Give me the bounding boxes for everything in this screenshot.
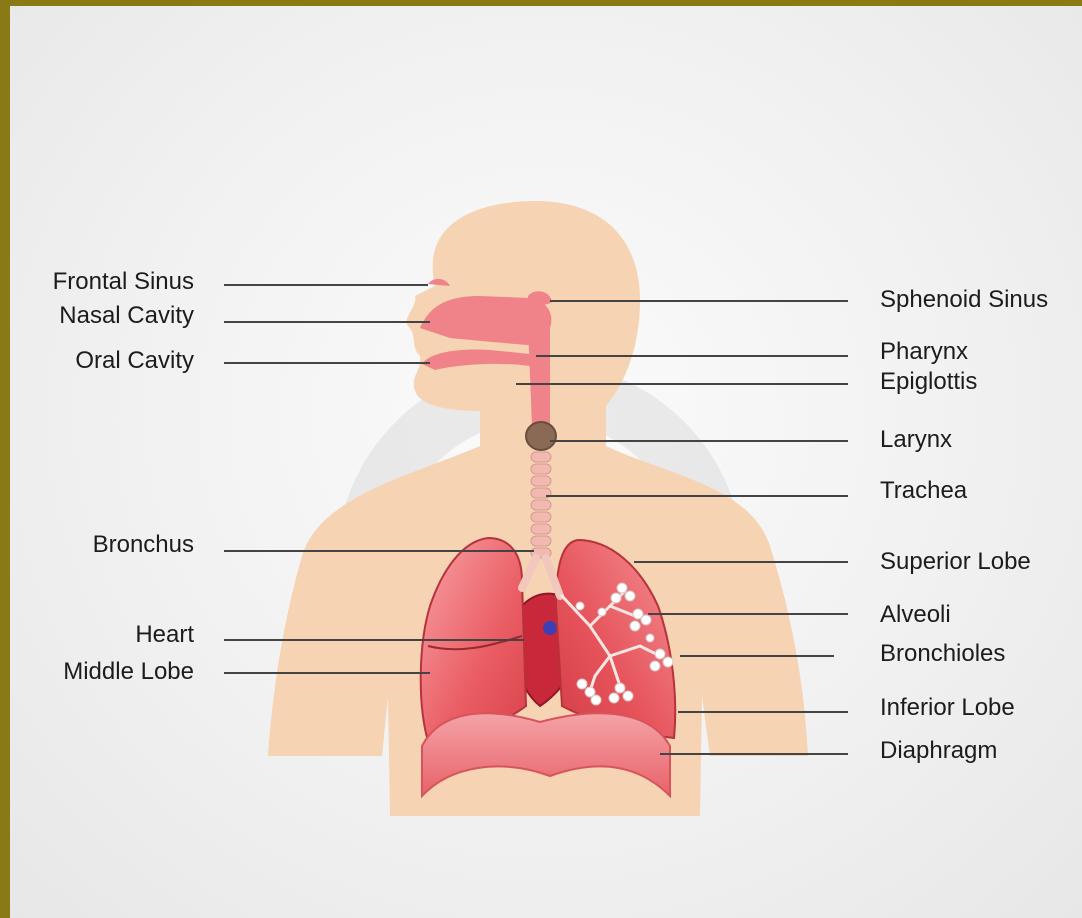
respiratory-system-illustration [10, 6, 1082, 918]
label-bronchioles: Bronchioles [880, 640, 1005, 668]
heart-vessel [543, 621, 557, 635]
label-trachea: Trachea [880, 477, 967, 505]
label-bronchus: Bronchus [18, 531, 194, 559]
label-middle-lobe: Middle Lobe [18, 658, 194, 686]
label-inferior-lobe: Inferior Lobe [880, 694, 1015, 722]
label-diaphragm: Diaphragm [880, 737, 997, 765]
label-larynx: Larynx [880, 426, 952, 454]
label-epiglottis: Epiglottis [880, 368, 977, 396]
trachea-shape [531, 452, 551, 558]
label-frontal-sinus: Frontal Sinus [18, 268, 194, 296]
label-sphenoid-sinus: Sphenoid Sinus [880, 286, 1048, 314]
label-nasal-cavity: Nasal Cavity [18, 302, 194, 330]
larynx-shape [526, 422, 556, 450]
label-pharynx: Pharynx [880, 338, 968, 366]
label-heart: Heart [18, 621, 194, 649]
label-oral-cavity: Oral Cavity [18, 347, 194, 375]
diagram-canvas: Frontal Sinus Nasal Cavity Oral Cavity B… [10, 6, 1082, 918]
label-alveoli: Alveoli [880, 601, 951, 629]
label-superior-lobe: Superior Lobe [880, 548, 1031, 576]
